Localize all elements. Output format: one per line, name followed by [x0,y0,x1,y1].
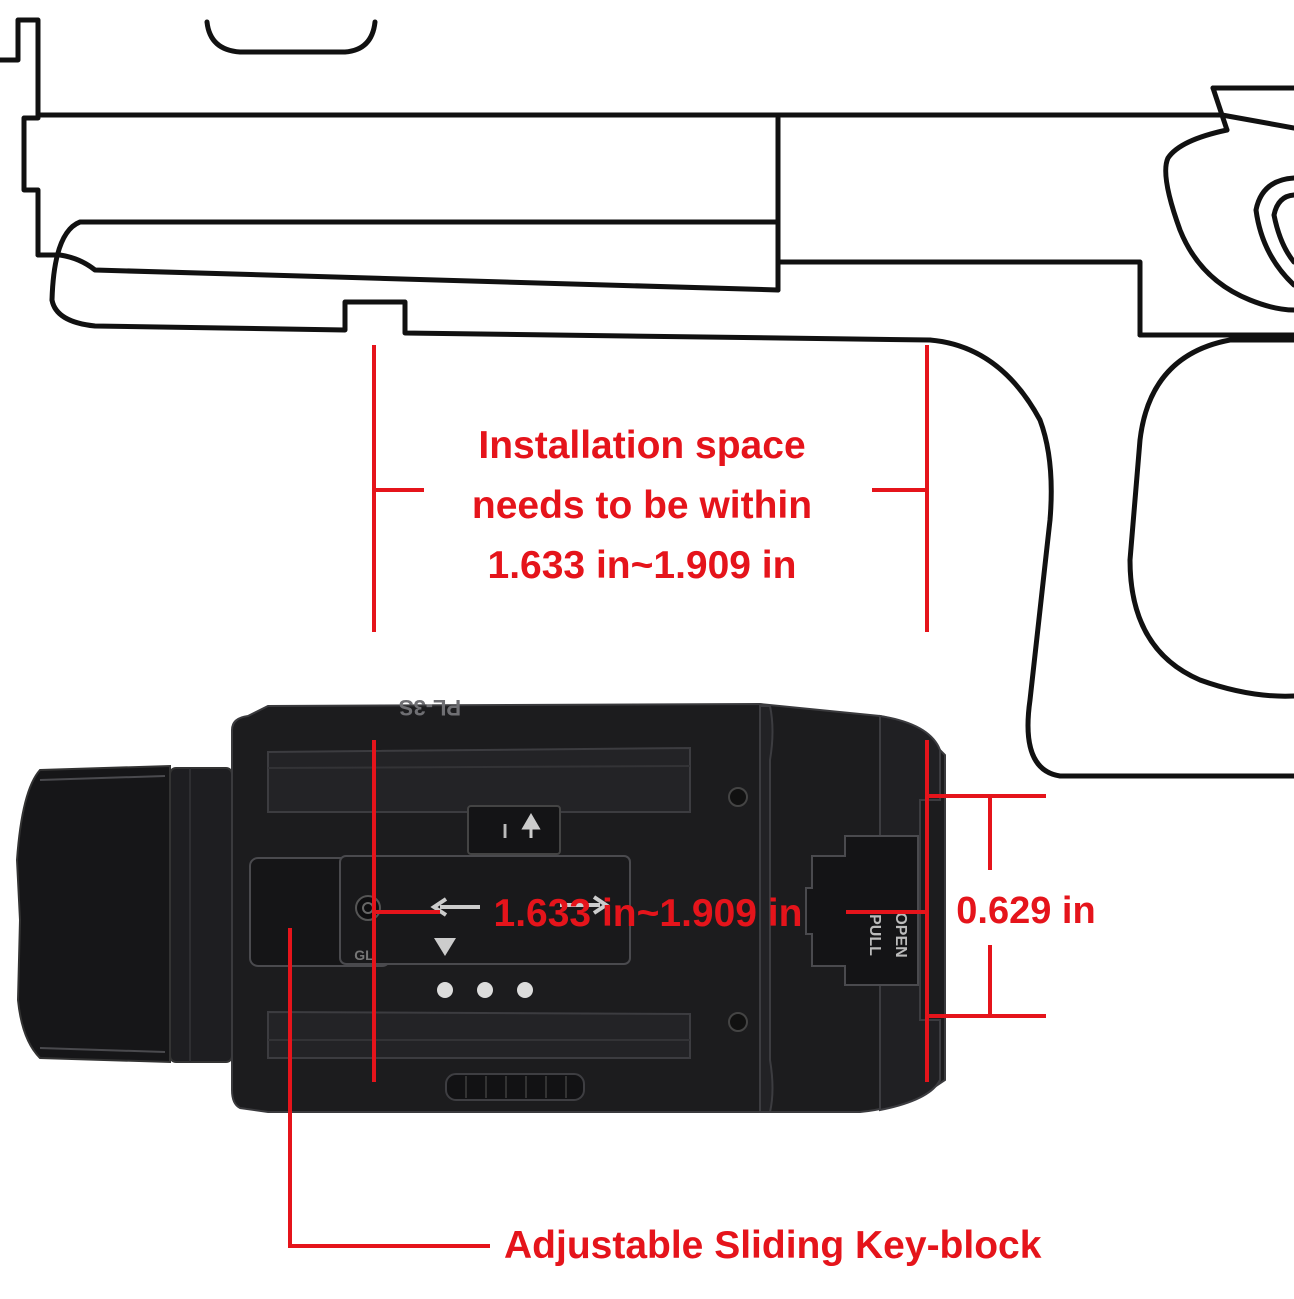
height-text: 0.629 in [956,890,1095,932]
key-block-leader [288,928,490,1248]
indicator-dot-1 [437,982,453,998]
pistol-outline [0,17,1294,779]
arrow-up-icon [521,813,541,838]
indicator-dot-3 [517,982,533,998]
install-text-line-1: Installation space [478,424,805,467]
screw-top [728,787,748,807]
pistol-rear-window [1253,175,1294,288]
annotations [288,345,1046,1248]
slider-mark: GL [354,947,374,963]
pistol-frame-rail-line [35,252,781,293]
pistol-slide [35,112,1294,131]
slider-range-text: 1.633 in~1.909 in [494,892,803,935]
arrow-right-icon [560,895,610,915]
pistol-dust-cover [49,219,781,303]
switch-label: I [502,821,508,843]
pistol-front-sight [204,19,378,55]
install-text-line-2: needs to be within [472,484,812,527]
pistol-trigger-guard [927,337,1294,779]
door-label-pull: PULL [866,914,883,956]
key-block-plate [339,855,631,965]
pistol-rear-plate [1163,127,1294,313]
light-switch[interactable] [467,805,561,855]
pistol-frame-line [775,259,1143,338]
arrow-down-icon [434,938,456,956]
light-rear-section [759,705,774,1113]
arrow-left-icon [430,897,480,917]
pistol-rear-sight [0,17,41,118]
light-bezel [15,764,233,1064]
pistol-slide-rear-step [1210,85,1230,133]
light-top-rail [267,746,691,813]
door-label-open: OPEN [892,912,909,957]
pistol-rear-window-inner [1271,192,1294,265]
mount-thumbwheel[interactable] [445,1073,585,1101]
pistol-frame-bottom [49,297,933,343]
pistol-slide-front [21,115,55,258]
key-block-text: Adjustable Sliding Key-block [504,1224,1042,1267]
model-marking: PL-3S [399,695,461,720]
key-block-screw [355,895,381,921]
screw-bottom [728,1012,748,1032]
weapon-light: I GL PULL OPEN PL-3S [15,695,946,1113]
pistol-grip-inner [1127,337,1294,699]
light-bottom-rail [267,1010,691,1059]
indicator-dot-2 [477,982,493,998]
thumbwheel-knurling [465,1076,567,1098]
install-text-line-3: 1.633 in~1.909 in [488,544,797,587]
